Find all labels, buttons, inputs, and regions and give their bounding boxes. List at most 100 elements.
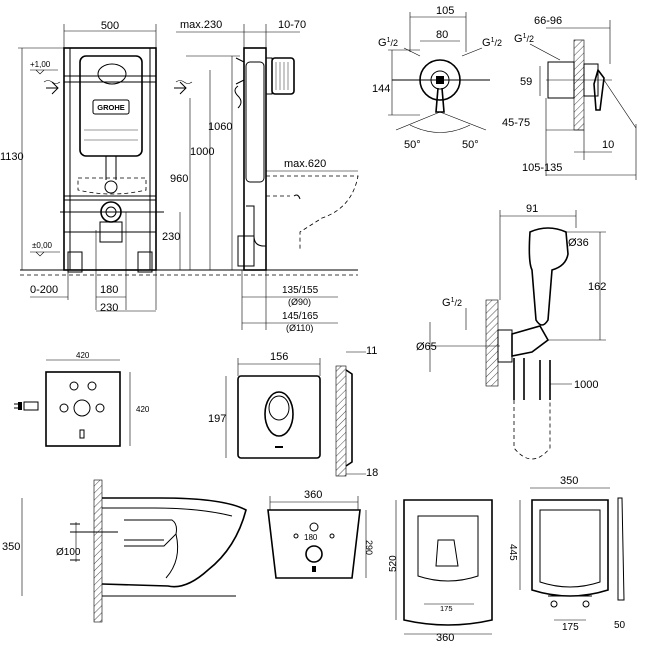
lever-swing-arc: [409, 124, 471, 133]
angle-left-label: 50°: [404, 139, 421, 151]
dim-80-label: 80: [436, 29, 448, 41]
bowl-plan-outline: [403, 499, 493, 626]
dim-max230-label: max.230: [180, 19, 222, 31]
sound-pad-outline: [45, 371, 121, 447]
plate-side-wall: [335, 365, 347, 477]
angle-right-label: 50°: [462, 139, 479, 151]
seat-inner: [539, 509, 601, 588]
pad-slot: [79, 429, 85, 439]
bowl-side-pipe-label: Ø100: [56, 547, 81, 558]
side-inlet-hose: [234, 85, 242, 109]
pad-hole-bolt-left: [59, 403, 69, 413]
bowl-side-trap: [165, 533, 179, 579]
dim-960-label: 960: [170, 173, 188, 185]
drain-pipe: [99, 221, 123, 243]
bowl-side-drawing: Ø100 350: [2, 479, 247, 623]
bowl-plan-width-label: 360: [436, 632, 454, 644]
lever-swing-lines: [395, 111, 487, 131]
seat-length-label: 445: [507, 544, 518, 561]
flush-plate-drawing: 156 197 11 18: [208, 345, 378, 479]
bowl-top-bolt-left: [293, 533, 299, 539]
mixer-side-drawing: 66-96 G1/2 59 45-75 10 105-135: [502, 15, 637, 180]
dim-1130-label: 1130: [0, 151, 24, 163]
flush-button-inner: [268, 395, 290, 421]
hand-shower-drawing: 91 Ø36 162 G1/2 Ø65 1000: [416, 203, 606, 460]
bowl-top-slot: [312, 566, 316, 572]
dim-66-96-label: 66-96: [534, 15, 562, 27]
seat-drawing: 350 175 445 50: [507, 475, 626, 633]
flush-valve: [97, 63, 127, 85]
seat-bolt-label: 175: [562, 622, 579, 633]
dim-1000-label: 1000: [190, 146, 214, 158]
thread-right-leader: [461, 47, 483, 57]
side-drain-pipe: [246, 205, 266, 247]
pad-hole-left: [69, 381, 79, 391]
side-cistern: [245, 61, 265, 183]
frame-foot-right: [137, 251, 153, 273]
pad-screw-head: [18, 402, 22, 410]
bowl-top-drawing: 360 180 290: [267, 489, 374, 579]
bowl-side-inner: [124, 519, 177, 547]
dim-10-label: 10: [602, 139, 614, 151]
bowl-outline-dashed: [77, 177, 147, 195]
flush-plate-outline: [237, 375, 321, 459]
plate-width-label: 156: [270, 351, 288, 363]
flush-button-outer: [264, 391, 294, 437]
pad-hole-bolt-right: [95, 403, 105, 413]
brand-label-box: [92, 99, 130, 115]
mixer-side-thread-leader: [529, 43, 561, 61]
mixer-front-drawing: 105 80 G1/2 G1/2 144 50° 50°: [372, 5, 502, 151]
frame-width-label: 500: [101, 20, 119, 32]
level-zero-arrow: [35, 251, 45, 257]
flush-bend: [104, 180, 118, 194]
outlet-110-label: 145/165: [282, 311, 319, 322]
sound-pad-drawing: 420 420: [14, 351, 150, 447]
seat-width-label: 350: [560, 475, 578, 487]
wall-arrow-left: [46, 81, 59, 95]
side-flush-plate: [271, 57, 295, 95]
bowl-top-width-label: 360: [304, 489, 322, 501]
plate-depth-label: 11: [366, 345, 377, 357]
level-plus-label: +1,00: [30, 60, 51, 69]
dim-45-75-label: 45-75: [502, 117, 530, 129]
seat-thickness-label: 50: [614, 620, 626, 631]
pad-hole-drain: [73, 399, 91, 417]
bowl-side-height-label: 350: [2, 541, 20, 553]
dim-230-bottom-label: 230: [100, 302, 118, 314]
bowl-side-shell: [101, 497, 247, 588]
frame-foot-left: [67, 251, 83, 273]
pad-hole-right: [87, 381, 97, 391]
mixer-side-lever: [593, 68, 605, 111]
dim-91-label: 91: [526, 203, 538, 215]
dim-105-135-label: 105-135: [522, 162, 562, 174]
dim-0-200-label: 0-200: [30, 284, 58, 296]
pad-width-label: 420: [76, 351, 90, 360]
bowl-plan-inner: [417, 515, 479, 582]
plate-side-profile: [345, 369, 353, 467]
side-drain-fitting: [237, 235, 255, 267]
hand-shower-head: [528, 227, 569, 326]
thread-left-leader: [403, 47, 421, 57]
bowl-plan-drain: [435, 539, 459, 567]
seat-hinge-left: [550, 600, 558, 608]
hand-shower-outlet-elbow: [497, 329, 513, 363]
bowl-plan-bolt-label: 175: [440, 604, 453, 613]
bowl-plan-length-label: 520: [388, 555, 399, 572]
dim-36-label: Ø36: [568, 237, 589, 249]
dim-max620-label: max.620: [284, 158, 326, 170]
dim-59-label: 59: [520, 76, 532, 88]
cistern-body: [79, 55, 143, 157]
outlet-90-sub: (Ø90): [288, 297, 311, 307]
bowl-side-rim: [102, 507, 233, 517]
hand-shower-wall: [485, 299, 499, 387]
dim-10-70-label: 10-70: [278, 19, 306, 31]
wall-arrow-right: [174, 81, 187, 95]
seat-outline: [531, 499, 609, 597]
thread-left-label: G1/2: [378, 37, 398, 49]
bowl-top-depth-label: 290: [364, 540, 374, 555]
plate-height-label: 197: [208, 413, 226, 425]
bowl-top-bolt-label: 180: [304, 533, 318, 542]
seat-side-profile: [617, 497, 625, 601]
bowl-top-outlet: [305, 545, 323, 563]
